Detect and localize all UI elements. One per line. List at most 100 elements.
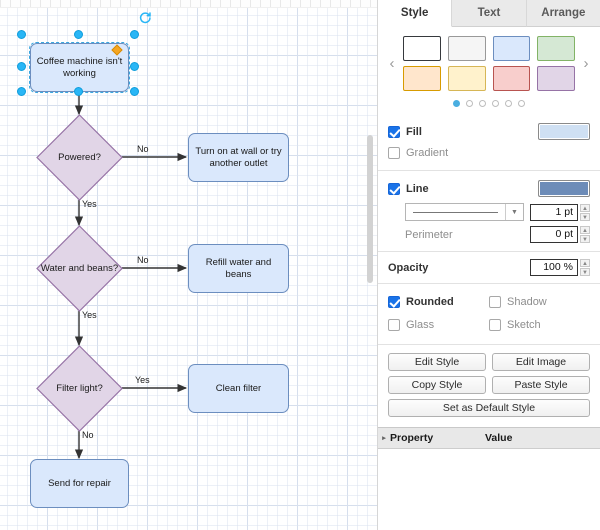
gradient-checkbox[interactable] — [388, 146, 400, 159]
tab-style[interactable]: Style — [378, 0, 453, 27]
sketch-row: Sketch — [489, 315, 590, 334]
swatch-red[interactable] — [492, 66, 531, 91]
line-style-select[interactable]: ▼ — [405, 203, 524, 221]
copy-style-button[interactable]: Copy Style — [388, 376, 486, 394]
palette-dot-1[interactable] — [453, 100, 460, 107]
edit-image-button[interactable]: Edit Image — [492, 353, 590, 371]
palette-dot-3[interactable] — [479, 100, 486, 107]
canvas-vertical-scrollbar[interactable] — [367, 135, 373, 283]
swatch-yellow[interactable] — [447, 66, 486, 91]
line-row: Line — [388, 179, 590, 198]
line-width-stepper[interactable]: ▲ ▼ — [580, 203, 590, 221]
resize-handle-n[interactable] — [74, 30, 83, 39]
chevron-down-icon[interactable]: ▼ — [505, 204, 523, 220]
line-width-input[interactable]: 1 pt — [530, 203, 578, 221]
line-color-button[interactable] — [538, 180, 590, 197]
opacity-section: Opacity 100 % ▲ ▼ — [378, 252, 600, 284]
shadow-row: Shadow — [489, 292, 590, 311]
stepper-up-icon[interactable]: ▲ — [580, 226, 590, 234]
tab-arrange[interactable]: Arrange — [526, 0, 600, 27]
node-label: Clean filter — [215, 382, 262, 394]
rounded-row: Rounded — [388, 292, 489, 311]
perimeter-label: Perimeter — [405, 228, 453, 241]
swatch-white[interactable] — [403, 36, 441, 61]
expand-triangle-icon[interactable]: ▸ — [382, 435, 386, 442]
glass-label: Glass — [406, 318, 435, 331]
resize-handle-nw[interactable] — [17, 30, 26, 39]
line-section: Line ▼ 1 pt ▲ ▼ Perimeter 0 pt ▲ — [378, 171, 600, 252]
edge-label-filter-no: No — [82, 430, 94, 440]
edge-label-filter-yes: Yes — [135, 375, 150, 385]
opacity-input[interactable]: 100 % — [530, 259, 578, 276]
style-palette: ‹ › — [378, 27, 600, 95]
diagram-canvas[interactable]: Coffee machine isn't working Powered? — [0, 0, 377, 530]
format-panel: Style Text Arrange ‹ › — [377, 0, 600, 530]
line-label: Line — [406, 182, 429, 195]
fill-section: Fill Gradient — [378, 114, 600, 171]
palette-prev-icon[interactable]: ‹ — [389, 55, 395, 72]
node-label: Turn on at wall or try another outlet — [195, 145, 282, 169]
resize-handle-se[interactable] — [130, 87, 139, 96]
set-default-style-button[interactable]: Set as Default Style — [388, 399, 590, 417]
swatch-orange[interactable] — [403, 66, 441, 91]
fill-label: Fill — [406, 125, 422, 138]
palette-dot-6[interactable] — [518, 100, 525, 107]
fill-checkbox[interactable] — [388, 125, 400, 138]
glass-row: Glass — [388, 315, 489, 334]
glass-checkbox[interactable] — [388, 318, 400, 331]
rounded-label: Rounded — [406, 295, 454, 308]
flowchart: Coffee machine isn't working Powered? — [17, 11, 289, 508]
stepper-down-icon[interactable]: ▼ — [580, 268, 590, 276]
style-actions-section: Edit Style Edit Image Copy Style Paste S… — [378, 345, 600, 428]
paste-style-button[interactable]: Paste Style — [492, 376, 590, 394]
stepper-up-icon[interactable]: ▲ — [580, 259, 590, 267]
stepper-down-icon[interactable]: ▼ — [580, 212, 590, 221]
perimeter-stepper[interactable]: ▲ ▼ — [580, 226, 590, 243]
resize-handle-w[interactable] — [17, 62, 26, 71]
opacity-stepper[interactable]: ▲ ▼ — [580, 259, 590, 276]
resize-handle-ne[interactable] — [130, 30, 139, 39]
fill-color-button[interactable] — [538, 123, 590, 140]
properties-body — [378, 449, 600, 529]
palette-dot-5[interactable] — [505, 100, 512, 107]
swatch-green[interactable] — [537, 36, 575, 61]
stepper-up-icon[interactable]: ▲ — [580, 203, 590, 212]
perimeter-input[interactable]: 0 pt — [530, 226, 578, 243]
shadow-label: Shadow — [507, 295, 547, 308]
palette-dot-4[interactable] — [492, 100, 499, 107]
sketch-checkbox[interactable] — [489, 318, 501, 331]
properties-column-property: Property — [390, 432, 434, 444]
rotate-handle-icon[interactable] — [138, 11, 152, 25]
node-start[interactable]: Coffee machine isn't working — [30, 43, 129, 92]
resize-handle-s[interactable] — [74, 87, 83, 96]
swatch-blue[interactable] — [492, 36, 531, 61]
node-powered-decision[interactable]: Powered? — [36, 114, 123, 201]
node-clean-filter[interactable]: Clean filter — [188, 364, 289, 413]
resize-handle-e[interactable] — [130, 62, 139, 71]
node-send-for-repair[interactable]: Send for repair — [30, 459, 129, 508]
swatch-gray[interactable] — [447, 36, 486, 61]
shadow-checkbox[interactable] — [489, 295, 501, 308]
node-filter-light-decision[interactable]: Filter light? — [36, 345, 123, 432]
line-style-row: ▼ 1 pt ▲ ▼ — [388, 203, 590, 221]
edit-style-button[interactable]: Edit Style — [388, 353, 486, 371]
sketch-label: Sketch — [507, 318, 541, 331]
palette-dot-2[interactable] — [466, 100, 473, 107]
node-water-beans-decision[interactable]: Water and beans? — [36, 225, 123, 312]
stepper-down-icon[interactable]: ▼ — [580, 235, 590, 243]
resize-handle-sw[interactable] — [17, 87, 26, 96]
swatch-purple[interactable] — [537, 66, 575, 91]
shape-toggles-section: Rounded Shadow Glass Sketch — [378, 284, 600, 345]
line-style-preview — [413, 211, 498, 213]
rounded-checkbox[interactable] — [388, 295, 400, 308]
format-tabs: Style Text Arrange — [378, 0, 600, 27]
node-turn-on-outlet[interactable]: Turn on at wall or try another outlet — [188, 133, 289, 182]
node-refill-water-beans[interactable]: Refill water and beans — [188, 244, 289, 293]
gradient-label: Gradient — [406, 146, 449, 159]
node-label: Refill water and beans — [205, 256, 272, 280]
tab-text[interactable]: Text — [452, 0, 527, 27]
fill-row: Fill — [388, 122, 590, 141]
line-checkbox[interactable] — [388, 182, 400, 195]
palette-next-icon[interactable]: › — [583, 55, 589, 72]
